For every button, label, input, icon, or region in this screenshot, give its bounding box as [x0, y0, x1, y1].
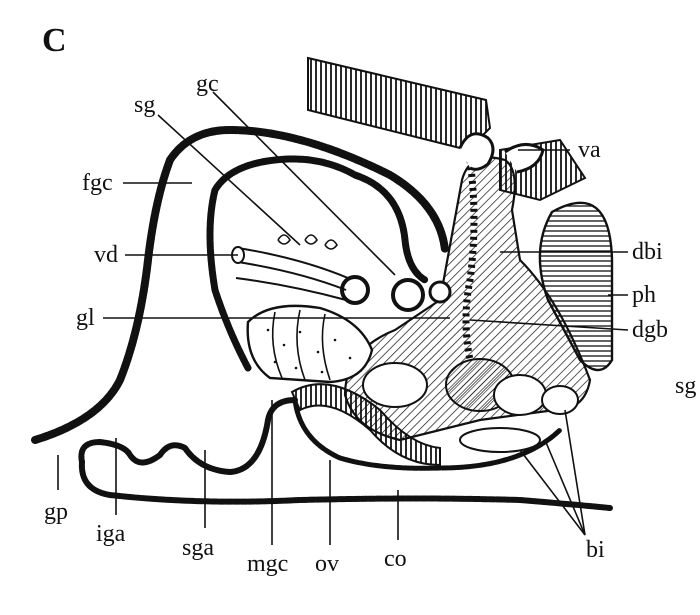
label-ov: ov	[315, 551, 339, 577]
gc-ring	[340, 275, 370, 305]
gc-ring	[391, 278, 425, 312]
label-sga: sga	[182, 535, 214, 561]
sg-curl	[304, 234, 318, 245]
label-sg: sg	[134, 92, 156, 118]
leader-sg	[157, 114, 301, 246]
body-wall	[307, 56, 492, 152]
leader-bi	[544, 439, 586, 536]
label-co: co	[384, 546, 407, 572]
label-iga: iga	[96, 521, 126, 547]
label-vd: vd	[94, 242, 118, 268]
label-sg-right: sg	[675, 373, 697, 399]
va-opening	[458, 132, 495, 171]
label-fgc: fgc	[82, 170, 113, 196]
sg-curl	[324, 239, 338, 250]
label-dbi: dbi	[632, 239, 663, 265]
gland-lobe-stipple	[266, 328, 352, 374]
vd-tube	[235, 277, 347, 301]
label-gp: gp	[44, 499, 68, 525]
gland-lobes	[246, 304, 374, 384]
duct-inner	[206, 155, 429, 372]
duct-lower	[78, 397, 298, 475]
label-gc: gc	[196, 71, 219, 97]
sg-curl	[277, 234, 291, 245]
leader-dgb	[469, 319, 629, 331]
label-gl: gl	[76, 305, 95, 331]
bi-sac	[459, 427, 541, 453]
label-ph: ph	[632, 282, 656, 308]
vd-tube	[237, 247, 349, 279]
bi-sac	[541, 385, 579, 415]
duct-fgc	[31, 126, 449, 444]
duct-ov	[292, 397, 563, 471]
label-va: va	[578, 137, 601, 163]
leader-bi	[519, 449, 586, 536]
label-mgc: mgc	[247, 551, 289, 577]
duct-genital-tract	[78, 459, 613, 511]
vd-tube	[237, 261, 347, 291]
gland-blob	[493, 374, 547, 416]
dbi-strand	[462, 159, 478, 361]
label-dgb: dgb	[632, 317, 668, 343]
panel-letter: C	[42, 22, 67, 59]
oviduct-band	[290, 383, 441, 467]
leader-gc	[212, 91, 396, 276]
leader-bi	[564, 409, 586, 536]
gland-blob	[362, 362, 428, 408]
gc-ring	[428, 280, 452, 304]
label-bi: bi	[586, 537, 605, 563]
